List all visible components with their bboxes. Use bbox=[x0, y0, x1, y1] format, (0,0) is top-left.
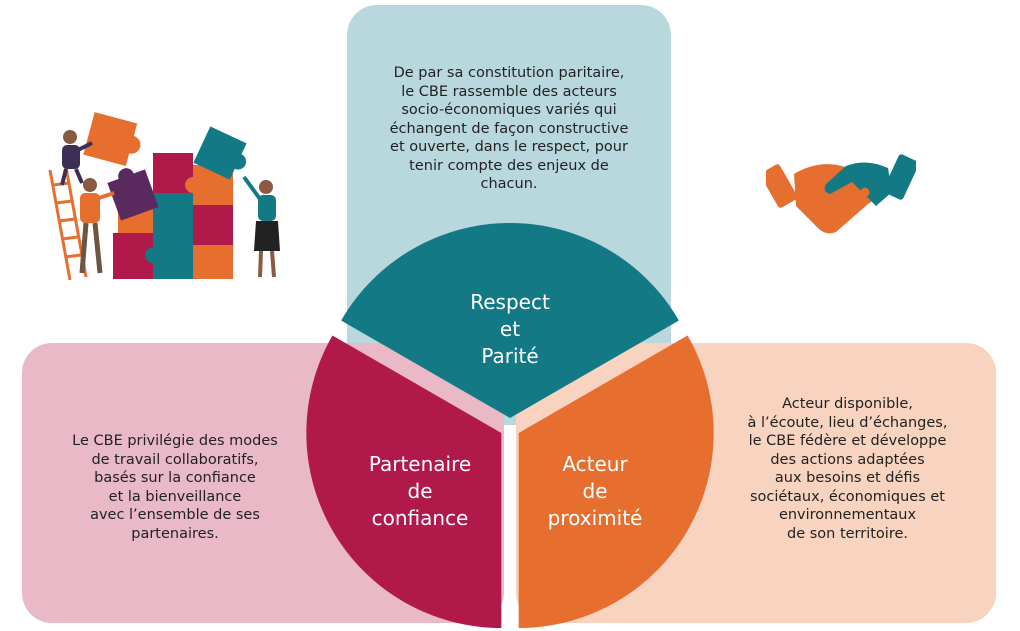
text-line: Le CBE privilégie des modes bbox=[72, 433, 278, 449]
text-line: le CBE rassemble des acteurs bbox=[401, 83, 617, 100]
segment-top bbox=[341, 223, 679, 418]
text-line: chacun. bbox=[480, 176, 538, 192]
segment-label-line: Parité bbox=[481, 344, 539, 368]
panel-left-text: Le CBE privilégie des modes de travail c… bbox=[40, 432, 310, 543]
text-line: et la bienveillance bbox=[108, 488, 242, 505]
segment-label-line: et bbox=[499, 317, 521, 341]
handshake-icon bbox=[766, 154, 916, 234]
segment-label-line: de bbox=[582, 479, 608, 503]
text-line: de son territoire. bbox=[786, 525, 909, 542]
text-line: et ouverte, dans le respect, pour bbox=[390, 139, 628, 155]
segment-left bbox=[306, 335, 502, 628]
segment-label-line: Respect bbox=[470, 290, 550, 314]
text-line: des actions adaptées bbox=[770, 451, 925, 468]
text-line: Acteur disponible, bbox=[782, 396, 913, 412]
text-line: De par sa constitution paritaire, bbox=[393, 65, 625, 81]
text-line: socio-économiques variés qui bbox=[401, 102, 617, 118]
text-line: environnementaux bbox=[778, 507, 917, 523]
segment-label-line: Partenaire bbox=[368, 452, 472, 476]
text-line: à l’écoute, lieu d’échanges, bbox=[747, 414, 948, 431]
text-line: avec l’ensemble de ses bbox=[90, 507, 260, 523]
text-line: sociétaux, économiques et bbox=[750, 488, 945, 505]
panel-right-text: Acteur disponible, à l’écoute, lieu d’éc… bbox=[715, 395, 980, 543]
panel-top-text: De par sa constitution paritaire, le CBE… bbox=[360, 64, 658, 194]
text-line: basés sur la confiance bbox=[94, 470, 256, 486]
segment-label-respect-parite: Respect et Parité bbox=[420, 289, 600, 370]
text-line: partenaires. bbox=[131, 525, 219, 542]
text-line: tenir compte des enjeux de bbox=[409, 157, 609, 174]
text-line: le CBE fédère et développe bbox=[748, 433, 947, 449]
segment-label-line: confiance bbox=[371, 506, 469, 530]
segment-label-acteur-proximite: Acteur de proximité bbox=[520, 451, 670, 532]
text-line: échangent de façon constructive bbox=[389, 120, 629, 137]
segment-label-partenaire-confiance: Partenaire de confiance bbox=[345, 451, 495, 532]
puzzle-team-illustration bbox=[48, 112, 280, 281]
text-line: de travail collaboratifs, bbox=[91, 451, 259, 468]
segment-right bbox=[518, 335, 714, 628]
segment-label-line: proximité bbox=[547, 506, 643, 530]
segment-label-line: Acteur bbox=[562, 452, 628, 476]
segment-label-line: de bbox=[407, 479, 433, 503]
text-line: aux besoins et défis bbox=[774, 470, 921, 486]
